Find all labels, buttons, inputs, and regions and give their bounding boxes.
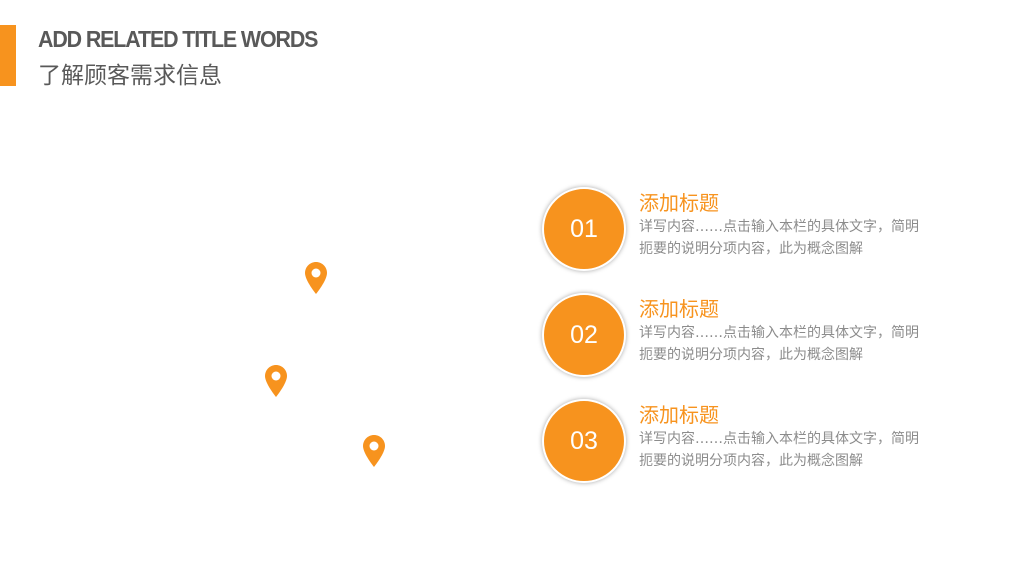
map-pin-icon bbox=[305, 262, 327, 294]
number-badge: 01 bbox=[542, 187, 626, 271]
map-pin-icon bbox=[363, 435, 385, 467]
accent-bar bbox=[0, 25, 16, 86]
item-title: 添加标题 bbox=[639, 403, 719, 427]
item-title: 添加标题 bbox=[639, 297, 719, 321]
item-description: 详写内容……点击输入本栏的具体文字，简明扼要的说明分项内容，此为概念图解 bbox=[639, 325, 919, 363]
item-description: 详写内容……点击输入本栏的具体文字，简明扼要的说明分项内容，此为概念图解 bbox=[639, 219, 919, 257]
number-badge: 02 bbox=[542, 293, 626, 377]
list-item: 01 添加标题 详写内容……点击输入本栏的具体文字，简明扼要的说明分项内容，此为… bbox=[542, 187, 962, 287]
item-title: 添加标题 bbox=[639, 191, 719, 215]
page-title-en: ADD RELATED TITLE WORDS bbox=[38, 26, 318, 52]
list-item: 02 添加标题 详写内容……点击输入本栏的具体文字，简明扼要的说明分项内容，此为… bbox=[542, 293, 962, 393]
list-item: 03 添加标题 详写内容……点击输入本栏的具体文字，简明扼要的说明分项内容，此为… bbox=[542, 399, 962, 499]
map-pin-icon bbox=[265, 365, 287, 397]
number-badge: 03 bbox=[542, 399, 626, 483]
item-description: 详写内容……点击输入本栏的具体文字，简明扼要的说明分项内容，此为概念图解 bbox=[639, 431, 919, 469]
page-title-cn: 了解顾客需求信息 bbox=[38, 63, 222, 89]
